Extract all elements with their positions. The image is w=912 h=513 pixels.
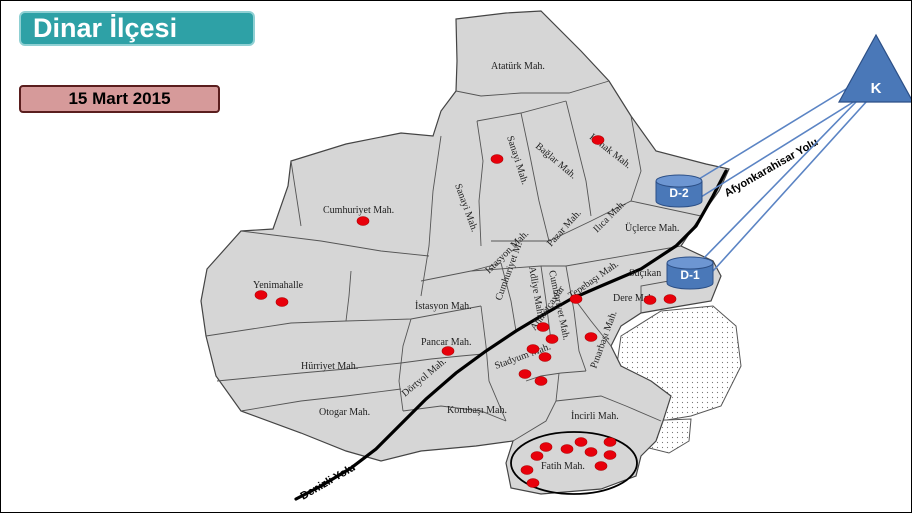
label-otogar: Otogar Mah. — [319, 407, 370, 418]
title-banner: Dinar İlçesi — [19, 11, 255, 46]
case-dot — [591, 135, 605, 145]
case-dot — [536, 322, 550, 332]
label-sucikan: Suçıkan — [629, 268, 661, 279]
label-korubasi: Korubaşı Mah. — [447, 405, 507, 416]
road-label-denizli: Denizli Yolu — [299, 462, 358, 503]
case-dot — [520, 465, 534, 475]
label-istasyon: İstasyon Mah. — [415, 300, 472, 312]
label-incirli: İncirli Mah. — [571, 410, 619, 422]
case-dot — [518, 369, 532, 379]
case-dots — [254, 135, 677, 488]
case-dot — [530, 451, 544, 461]
case-dot — [275, 297, 289, 307]
label-cumhuriyet: Cumhuriyet Mah. — [323, 205, 394, 216]
case-dot — [538, 352, 552, 362]
case-dot — [603, 450, 617, 460]
source-k-label: K — [871, 80, 882, 97]
case-dot — [574, 437, 588, 447]
label-yenimahalle: Yenimahalle — [253, 280, 304, 291]
case-dot — [560, 444, 574, 454]
tank-d1: D-1 — [666, 256, 714, 290]
tank-d2-label: D-2 — [669, 186, 689, 200]
case-dot — [534, 376, 548, 386]
label-ataturk: Atatürk Mah. — [491, 61, 545, 72]
case-dot — [594, 461, 608, 471]
case-dot — [584, 332, 598, 342]
case-dot — [526, 478, 540, 488]
case-dot — [490, 154, 504, 164]
label-fatih: Fatih Mah. — [541, 461, 585, 472]
main-road — [294, 169, 728, 501]
tank-connectors — [698, 85, 868, 272]
case-dot — [663, 294, 677, 304]
case-dot — [545, 334, 559, 344]
case-dot — [539, 442, 553, 452]
case-dot — [356, 216, 370, 226]
case-dot — [569, 294, 583, 304]
tank-d1-label: D-1 — [680, 268, 700, 282]
case-dot — [643, 295, 657, 305]
case-dot — [526, 344, 540, 354]
case-dot — [441, 346, 455, 356]
neighborhood-boundaries — [205, 80, 714, 442]
date-label: 15 Mart 2015 — [19, 85, 220, 113]
label-hurriyet: Hürriyet Mah. — [301, 361, 358, 372]
case-dot — [603, 437, 617, 447]
label-uclerce: Üçlerce Mah. — [625, 222, 679, 234]
district-outline — [200, 10, 730, 495]
fatih-cluster-circle — [510, 431, 638, 495]
tank-d2: D-2 — [655, 174, 703, 208]
label-pancar: Pancar Mah. — [421, 337, 472, 348]
case-dot — [254, 290, 268, 300]
label-dere: Dere Mah. — [613, 293, 656, 304]
case-dot — [584, 447, 598, 457]
source-k: K — [837, 33, 911, 103]
